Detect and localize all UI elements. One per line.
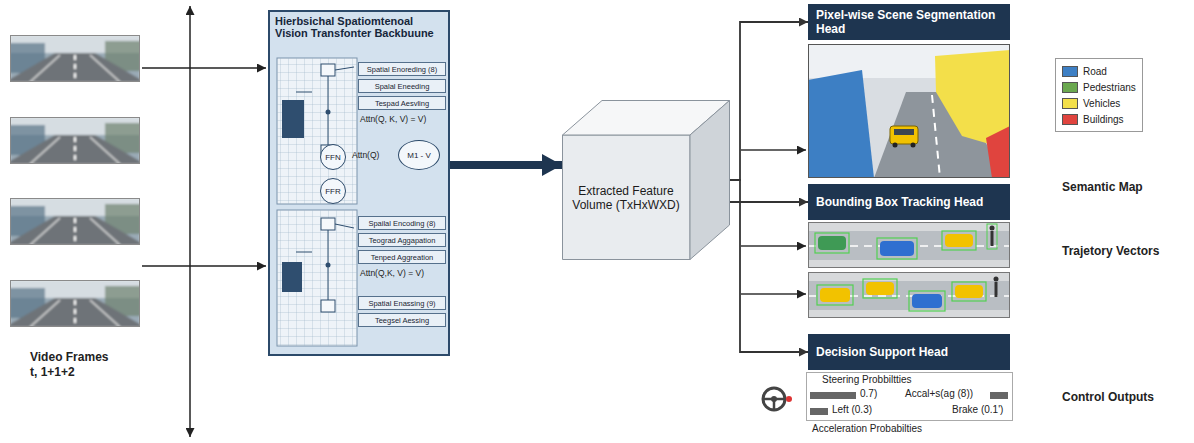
time-axis bbox=[142, 6, 266, 437]
cube-shape bbox=[562, 100, 730, 260]
layer-tag: Teegsel Aessing bbox=[358, 313, 446, 327]
node-label: Bounding Box Tracking Head bbox=[816, 195, 983, 209]
probability-label: Accal+s(ag (8)) bbox=[905, 388, 973, 399]
ffn-circle: FFR bbox=[320, 178, 346, 204]
legend-row: Buildings bbox=[1062, 111, 1136, 127]
node-label: Hierbsichal Spatiomtenoal Vision Transfo… bbox=[275, 15, 443, 39]
legend-text: Road bbox=[1083, 66, 1107, 77]
node-label: Teograd Aggapation bbox=[369, 236, 436, 245]
head-box: Pixel-wise Scene Segmentation Head bbox=[808, 4, 1010, 40]
legend-swatch bbox=[1062, 98, 1078, 109]
node-label: Spatial Enoreding (8) bbox=[367, 65, 437, 74]
legend-swatch bbox=[1062, 114, 1078, 125]
node-label: Spatial Enassing (9) bbox=[368, 299, 435, 308]
connector-arrow bbox=[730, 180, 808, 352]
head-box: Decision Support Head bbox=[808, 334, 1010, 370]
feature-cube: Extracted Feature Volume (TxHxWXD) bbox=[562, 100, 730, 260]
legend-swatch bbox=[1062, 66, 1078, 77]
probability-value: 0.7) bbox=[860, 388, 877, 399]
layer-tag: Spatial Enassing (9) bbox=[358, 296, 446, 310]
steering-wheel-icon bbox=[763, 388, 792, 410]
formula-label: Attn(Q) bbox=[352, 150, 379, 160]
output-label: Control Outputs bbox=[1062, 390, 1154, 404]
tracking-frame bbox=[808, 222, 1010, 268]
layer-tag: Teograd Aggapation bbox=[358, 233, 446, 247]
flow-arrow bbox=[450, 161, 562, 169]
backbone-illustration bbox=[268, 10, 450, 356]
node-label: FFR bbox=[325, 187, 341, 196]
legend-box: RoadPedestriansVehiclesBuildings bbox=[1055, 58, 1143, 132]
ffn-circle: FFN bbox=[320, 144, 346, 170]
probability-value: Left (0.3) bbox=[832, 404, 872, 415]
formula-label: Attn(Q,K, V) = V) bbox=[360, 268, 424, 278]
probability-label: Acceleration Probabilties bbox=[812, 423, 922, 434]
node-label: Extracted Feature Volume (TxHxWXD) bbox=[568, 184, 684, 212]
segmentation-map bbox=[808, 44, 1010, 178]
node-label: Spalal Eneeding bbox=[375, 82, 430, 91]
connector-arrow bbox=[730, 201, 808, 203]
probability-label: Steering Probbiltties bbox=[822, 374, 912, 385]
video-frames bbox=[5, 35, 145, 327]
layer-tag: Spatial Enoreding (8) bbox=[358, 62, 446, 76]
layer-tag: Tenped Aggreation bbox=[358, 250, 446, 264]
caption-label: Video Frames t, 1+1+2 bbox=[30, 350, 114, 380]
node-label: Pixel-wise Scene Segmentation Head bbox=[816, 8, 1002, 36]
probability-value: Brake (0.1') bbox=[952, 404, 1003, 415]
legend-row: Vehicles bbox=[1062, 95, 1136, 111]
node-label: Spailal Encoding (8) bbox=[368, 219, 435, 228]
connector-arrow bbox=[730, 22, 808, 180]
output-label: Semantic Map bbox=[1062, 180, 1143, 194]
legend-row: Road bbox=[1062, 63, 1136, 79]
node-label: Tespad Aesvling bbox=[375, 99, 429, 108]
backbone-panel: Hierbsichal Spatiomtenoal Vision Transfo… bbox=[268, 10, 450, 356]
legend-text: Vehicles bbox=[1083, 98, 1120, 109]
head-box: Bounding Box Tracking Head bbox=[808, 184, 1010, 220]
formula-label: Attn(Q, K, V) = V) bbox=[360, 114, 426, 124]
node-label: Teegsel Aessing bbox=[375, 316, 429, 325]
layer-tag: Spalal Eneeding bbox=[358, 79, 446, 93]
legend-text: Buildings bbox=[1083, 114, 1124, 125]
node-label: Decision Support Head bbox=[816, 345, 948, 359]
layer-tag: Tespad Aesvling bbox=[358, 96, 446, 110]
branch-arrows bbox=[741, 150, 806, 294]
layer-tag: Spailal Encoding (8) bbox=[358, 216, 446, 230]
node-label: Tenped Aggreation bbox=[371, 253, 434, 262]
control-panel bbox=[807, 373, 1013, 421]
legend-swatch bbox=[1062, 82, 1078, 93]
legend-row: Pedestrians bbox=[1062, 79, 1136, 95]
node-label: M1 - V bbox=[407, 151, 431, 160]
tracking-frame bbox=[808, 272, 1010, 318]
output-label: Trajetory Vectors bbox=[1062, 244, 1159, 258]
op-circle: M1 - V bbox=[398, 140, 440, 170]
legend-text: Pedestrians bbox=[1083, 82, 1136, 93]
node-label: FFN bbox=[325, 153, 341, 162]
